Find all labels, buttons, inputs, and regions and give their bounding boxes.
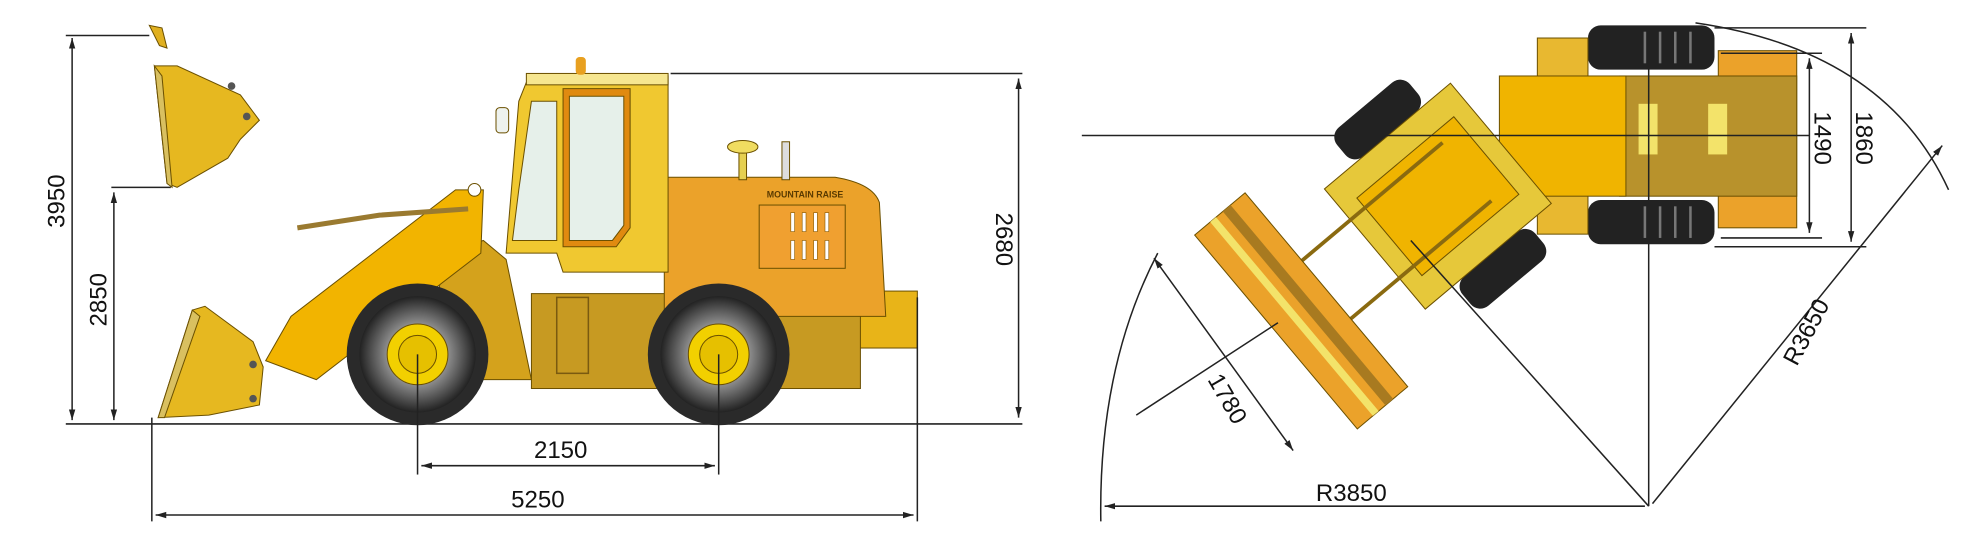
dim-label-outer-turning-radius: R3650 [1778, 295, 1835, 370]
rear-right-tire [1587, 199, 1715, 245]
front-left-tire [1459, 228, 1547, 309]
dim-label-max-height: 3950 [44, 174, 71, 227]
brand-text: MOUNTAIN RAISE [767, 189, 844, 199]
dim-label-wheelbase: 2150 [534, 437, 587, 464]
front-frame-top [1193, 79, 1553, 430]
dim-label-cab-height: 2680 [990, 213, 1017, 266]
arc-r3850 [1099, 252, 1159, 522]
mirror [495, 107, 510, 134]
dim-label-dump-height: 2850 [85, 273, 112, 326]
lowered-bucket [157, 305, 264, 419]
dim-label-bucket-width: 1780 [1202, 369, 1252, 429]
dim-label-bucket-turning-radius: R3850 [1316, 480, 1387, 507]
side-view: 3950 2850 MOUNTAIN RAISE [44, 24, 1023, 522]
dim-label-overall-length: 5250 [511, 486, 564, 513]
dim-label-tread: 1490 [1808, 111, 1835, 164]
dim-label-overall-width: 1860 [1850, 111, 1877, 164]
boom-arm [264, 189, 484, 381]
dim-line-r3650 [1651, 145, 1943, 505]
top-view: R3850 R3650 1860 1490 1780 [1081, 22, 1950, 522]
loader-side: MOUNTAIN RAISE [157, 57, 918, 426]
raised-bucket [148, 24, 261, 189]
cab-door-window [568, 95, 625, 241]
dim-line-1780 [1153, 257, 1294, 451]
rear-left-tire [1587, 25, 1715, 70]
front-right-tire [1334, 79, 1422, 160]
